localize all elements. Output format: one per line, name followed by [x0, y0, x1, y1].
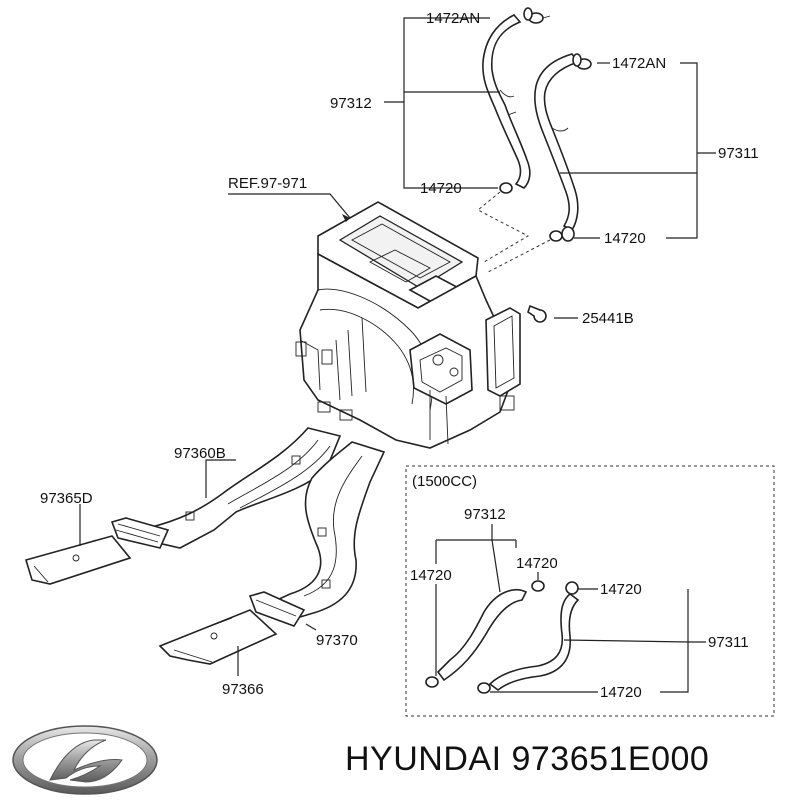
duct-97370-drawing	[262, 441, 386, 621]
label-duct-97360B: 97360B	[174, 445, 226, 462]
label-clamp-1472AN-right: 1472AN	[612, 55, 666, 72]
inset-hose-97311-drawing	[488, 592, 580, 692]
hose-97312-drawing	[482, 14, 531, 189]
ref-arrow-icon	[342, 214, 350, 222]
clamp-1472AN-top-drawing	[523, 7, 551, 24]
label-duct-cover-97365D: 97365D	[40, 490, 93, 507]
inset-clamp-left-drawing	[425, 676, 439, 688]
label-clamp-1472AN-top: 1472AN	[426, 10, 480, 27]
duct-outlet-lower-drawing	[248, 591, 306, 627]
duct-97360B-drawing	[146, 427, 342, 549]
inset-label-hose-97311: 97311	[708, 634, 749, 651]
hose-97311-drawing	[534, 53, 580, 232]
inset-clamp-right-bottom-drawing	[477, 682, 491, 694]
guide-line	[477, 191, 530, 263]
hyundai-logo	[12, 725, 158, 795]
duct-outlet-left-drawing	[110, 517, 170, 549]
label-hose-97312: 97312	[330, 95, 372, 112]
inset-label-clamp-center: 14720	[516, 555, 558, 572]
label-ref: REF.97-971	[228, 175, 307, 192]
label-duct-cover-97366: 97366	[222, 681, 264, 698]
clamp-1472AN-right-drawing	[572, 53, 592, 70]
inset-label-clamp-left: 14720	[410, 567, 452, 584]
inset-clamp-right-top-drawing	[565, 581, 579, 595]
inset-label-clamp-right-top: 14720	[600, 581, 642, 598]
guide-line	[487, 239, 551, 273]
brand-part-number: HYUNDAI 973651E000	[345, 740, 710, 778]
inset-hose-97312-drawing	[436, 588, 528, 682]
inset-clamp-center-drawing	[531, 580, 545, 592]
label-duct-97370: 97370	[316, 632, 358, 649]
label-clamp-14720-b: 14720	[604, 230, 646, 247]
clamp-14720-mid-drawing	[499, 182, 575, 242]
clip-25441B-drawing	[527, 304, 547, 323]
inset-label-hose-97312: 97312	[464, 506, 506, 523]
inset-border	[405, 465, 775, 717]
heater-unit-drawing	[295, 201, 521, 449]
label-clamp-14720-a: 14720	[420, 180, 462, 197]
inset-1500cc: (1500CC) 97312 14720 14720 14720 97311 1…	[405, 465, 775, 717]
inset-label-clamp-right-bottom: 14720	[600, 684, 642, 701]
label-hose-97311: 97311	[718, 145, 759, 162]
duct-cover-97366-drawing	[158, 609, 278, 665]
leader-lines	[79, 17, 716, 676]
duct-cover-97365D-drawing	[24, 535, 132, 585]
label-clip-25441B: 25441B	[582, 310, 634, 327]
inset-title: (1500CC)	[412, 473, 477, 490]
